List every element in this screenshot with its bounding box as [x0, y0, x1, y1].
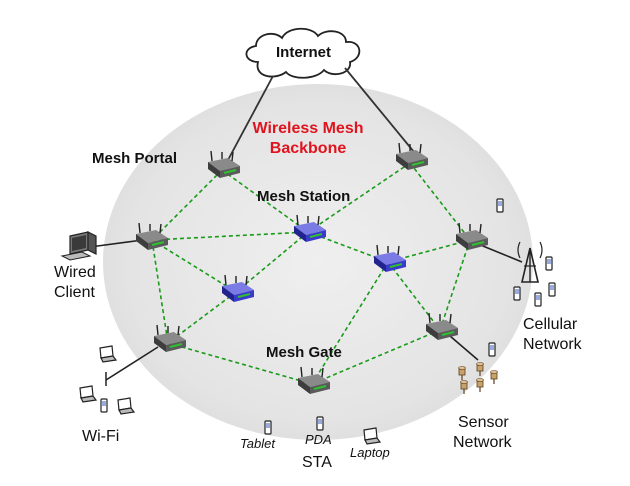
- pda-label: PDA: [305, 432, 332, 447]
- phone-icon: [488, 342, 496, 357]
- phone-icon: [534, 292, 542, 307]
- computer-icon: [60, 231, 97, 261]
- wireless-mesh-title: Wireless Mesh: [252, 120, 364, 137]
- laptop-label: Laptop: [350, 445, 390, 460]
- sensor-network-label: Network: [453, 434, 512, 451]
- cell-tower-icon: [517, 241, 543, 283]
- cellular-network-label: Network: [523, 336, 582, 353]
- phone-icon: [545, 256, 553, 271]
- internet-label: Internet: [276, 44, 332, 61]
- cellular-label: Cellular: [523, 316, 578, 333]
- wifi-label: Wi-Fi: [82, 428, 120, 445]
- sensor-icon: [489, 369, 499, 385]
- wifi-link: [105, 346, 159, 381]
- sensor-icon: [475, 377, 485, 393]
- tablet-icon: [100, 398, 108, 413]
- uplink-line-portal: [227, 75, 274, 161]
- mesh-portal-label: Mesh Portal: [92, 150, 178, 167]
- cellular-link: [477, 243, 523, 263]
- sensor-link: [449, 335, 479, 361]
- tablet-label: Tablet: [240, 436, 275, 451]
- phone-icon: [548, 282, 556, 297]
- client-label: Client: [54, 284, 95, 301]
- tablet-icon: [264, 420, 272, 435]
- sta-label: STA: [302, 454, 332, 471]
- uplink-line-right: [344, 67, 415, 153]
- sensor-label: Sensor: [458, 414, 509, 431]
- mesh-backbone-area: [103, 84, 533, 440]
- wired-label: Wired: [54, 264, 96, 281]
- phone-icon: [513, 286, 521, 301]
- backbone-title: Backbone: [269, 140, 347, 157]
- pda-icon: [316, 416, 324, 431]
- mesh-links: [151, 162, 471, 385]
- wired-link: [89, 239, 144, 248]
- laptop-icon: [99, 345, 117, 363]
- mesh-gate-label: Mesh Gate: [266, 344, 342, 361]
- laptop-icon: [117, 397, 135, 415]
- laptop-icon: [79, 385, 97, 403]
- cloud-icon: [245, 27, 361, 79]
- phone-icon: [496, 198, 504, 213]
- mesh-station-label: Mesh Station: [257, 188, 351, 205]
